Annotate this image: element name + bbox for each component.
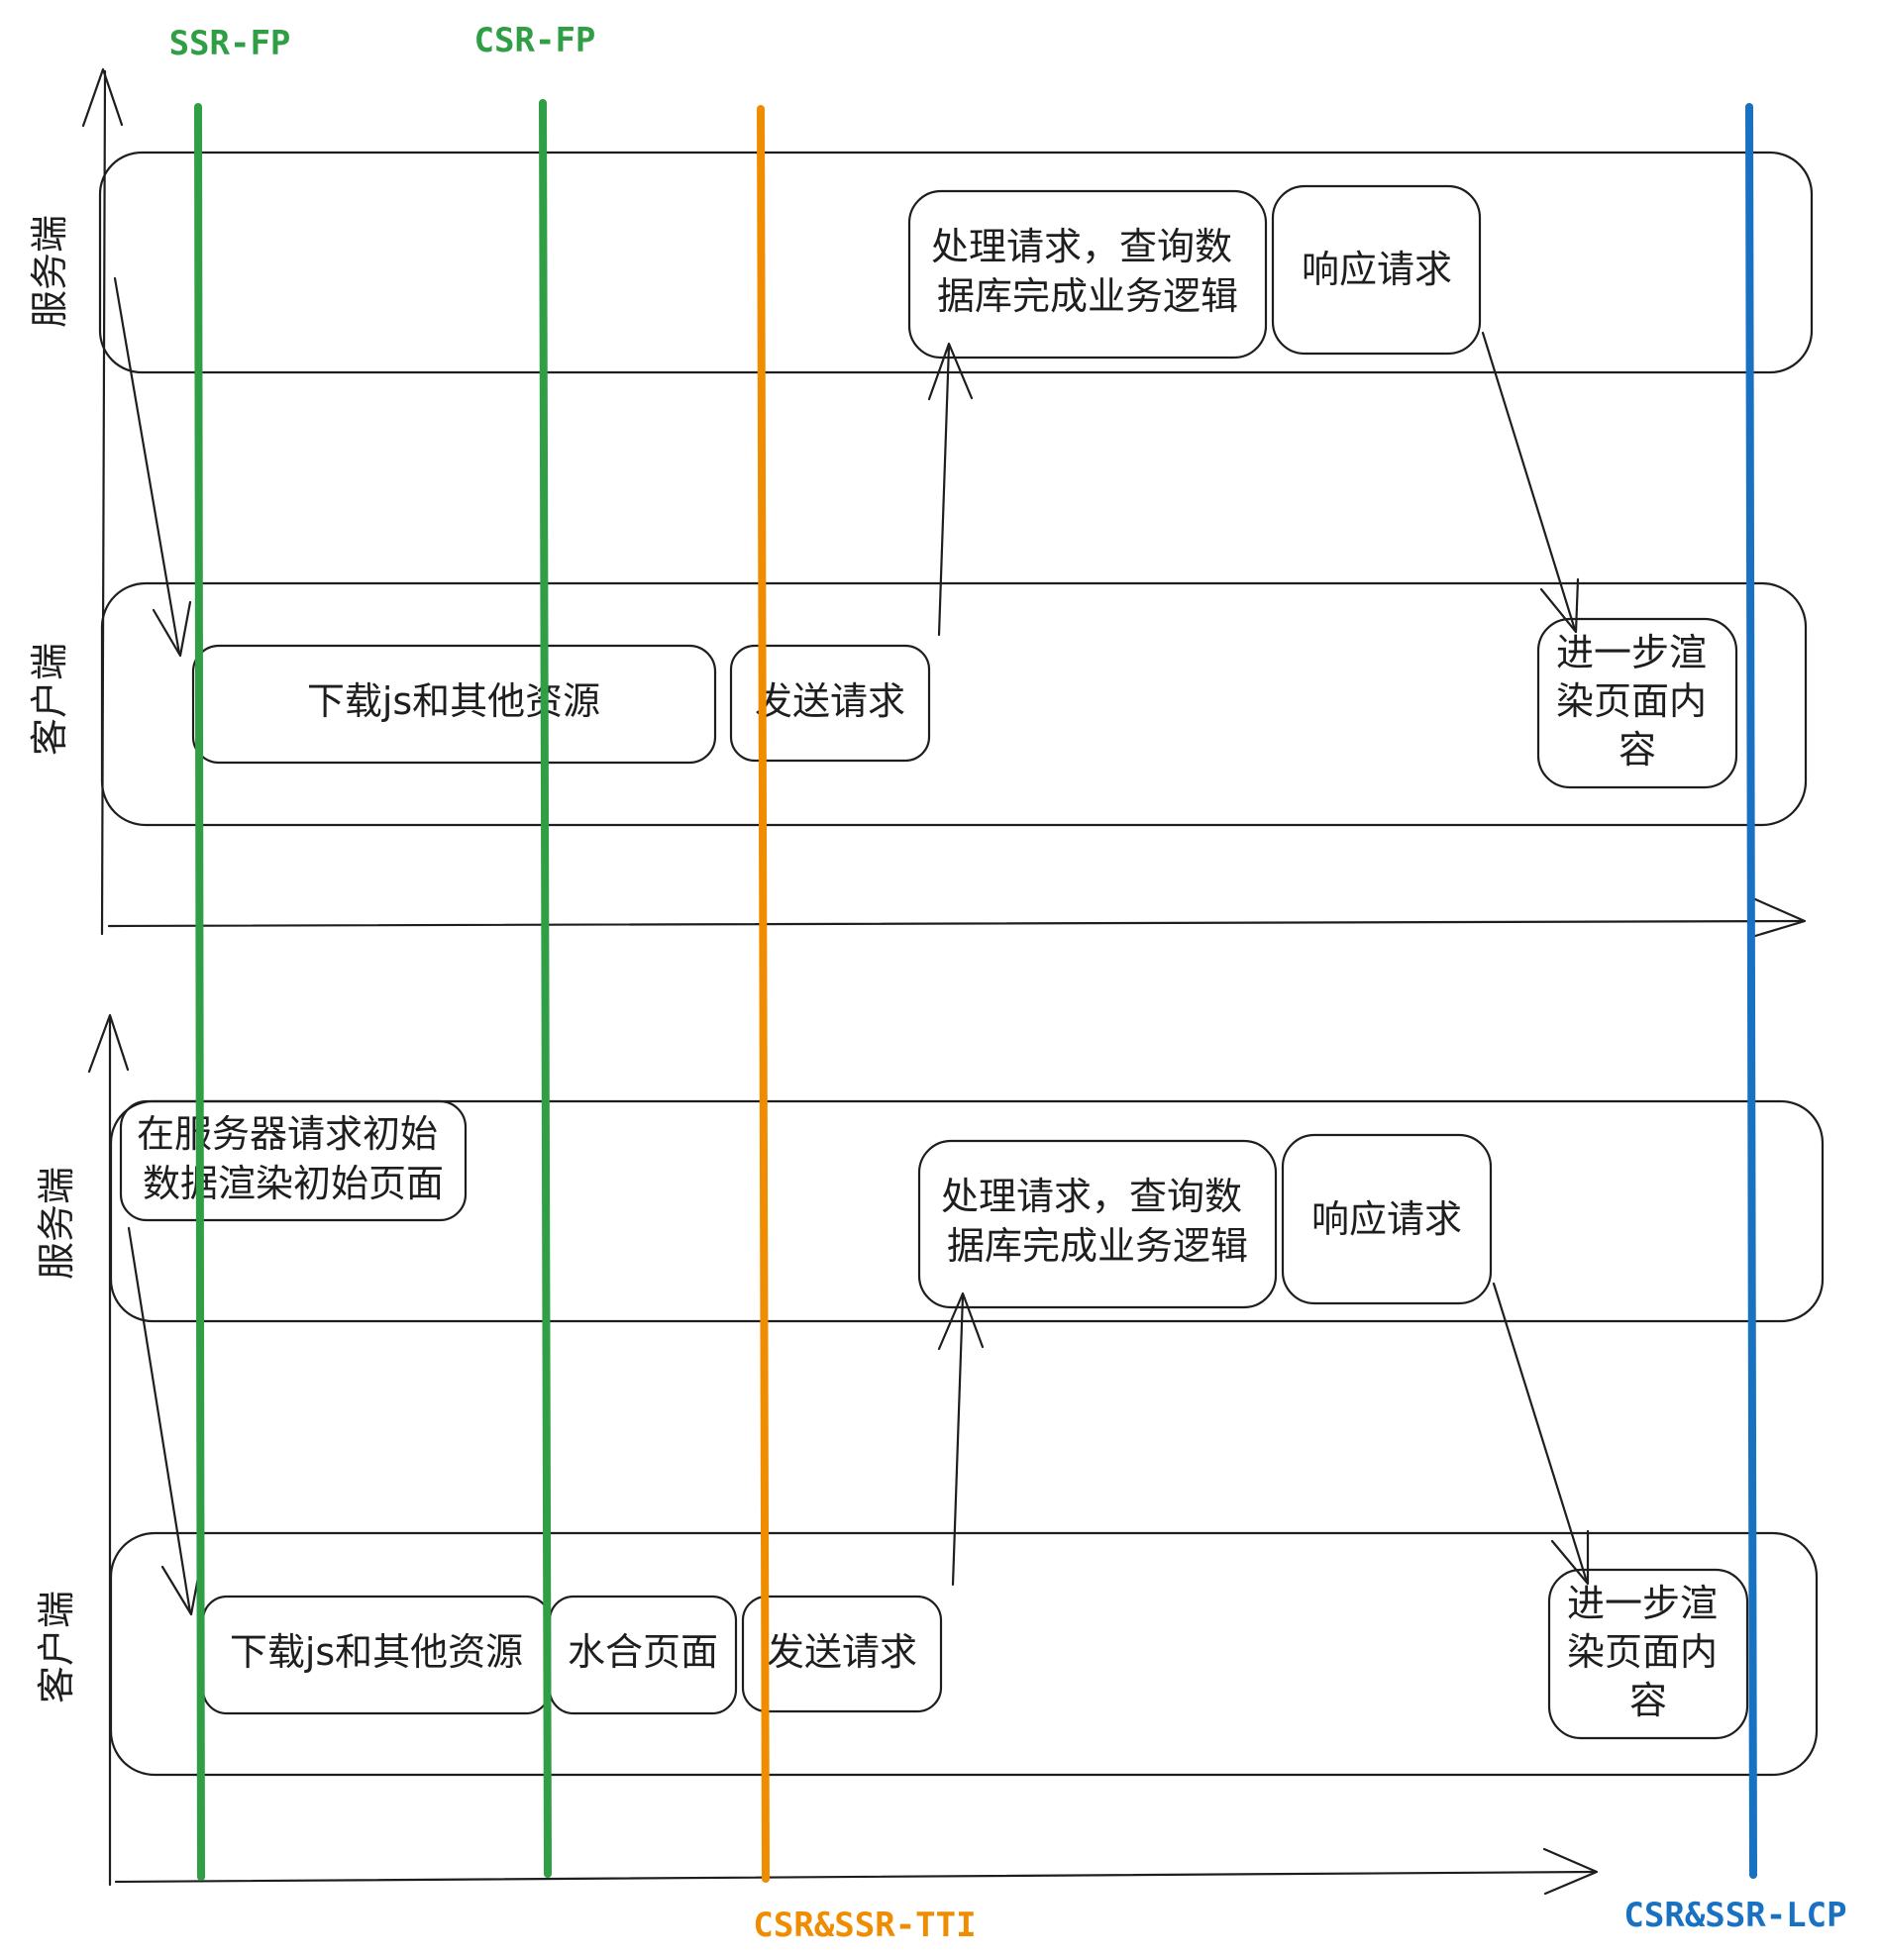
ssr-server-lane: [109, 1099, 1825, 1323]
csr-y-axis-arrowhead: [81, 67, 124, 128]
ssr-client-lane-label: 客户端: [35, 1591, 78, 1703]
ssr-fp-line: [194, 103, 205, 1881]
lcp-label: CSR&SSR-LCP: [1623, 1896, 1846, 1935]
csr-respond-request-box: [1271, 184, 1482, 356]
ssr-respond-request-box: [1281, 1133, 1493, 1305]
ssr-arrow-send-to-process: [951, 1293, 965, 1587]
tti-line: [757, 105, 770, 1883]
ssr-arrow-send-to-process-head: [937, 1291, 985, 1351]
csr-send-request-box: [729, 644, 931, 763]
csr-x-axis: [107, 919, 1805, 928]
ssr-arrow-initial-to-client: [127, 1226, 192, 1614]
ssr-initial-render-box: [119, 1099, 468, 1222]
ssr-arrow-respond-to-render: [1492, 1282, 1589, 1584]
csr-download-js-box: [191, 644, 717, 765]
ssr-send-request-box: [741, 1595, 943, 1713]
ssr-respond-request-text: 响应请求: [1311, 1197, 1462, 1241]
ssr-y-axis-arrowhead: [87, 1013, 130, 1074]
ssr-x-axis: [114, 1870, 1597, 1884]
ssr-process-request-text: 处理请求，查询数 据库完成业务逻辑: [941, 1175, 1254, 1268]
csr-y-axis: [100, 69, 107, 936]
milestone-lines: [194, 99, 1757, 1883]
csr-x-axis-arrowhead: [1753, 897, 1807, 938]
ssr-diagram: 服务端 客户端 在服务器请求初始 数据渲染初始页面 处理请求，查询数 据库完成业…: [35, 1013, 1825, 1896]
csr-diagram: 服务端 客户端 处理请求，查询数 据库完成业务逻辑 响应请求 下载js和其他资源…: [28, 67, 1814, 938]
csr-download-js-text: 下载js和其他资源: [307, 679, 600, 723]
ssr-arrow-initial-to-client-head: [160, 1560, 203, 1616]
csr-further-render-box: [1536, 617, 1738, 789]
ssr-hydrate-page-text: 水合页面: [568, 1630, 718, 1674]
ssr-send-request-text: 发送请求: [767, 1630, 917, 1674]
ssr-arrow-respond-to-render-head: [1550, 1529, 1590, 1586]
ssr-process-request-box: [917, 1139, 1278, 1309]
csr-server-lane-label: 服务端: [28, 215, 71, 328]
ssr-download-js-text: 下载js和其他资源: [230, 1630, 523, 1674]
ssr-further-render-text: 进一步渲 染页面内 容: [1567, 1582, 1729, 1722]
csr-arrow-server-to-client: [113, 276, 181, 656]
lcp-line: [1745, 103, 1757, 1879]
csr-arrow-send-to-process-head: [927, 342, 974, 401]
csr-process-request-box: [907, 189, 1268, 360]
csr-arrow-respond-to-render: [1481, 331, 1577, 632]
ssr-server-lane-label: 服务端: [35, 1167, 78, 1280]
csr-arrow-send-to-process: [937, 344, 951, 637]
csr-client-lane-label: 客户端: [28, 643, 71, 756]
csr-fp-line: [539, 99, 552, 1878]
csr-server-lane: [98, 151, 1814, 374]
ssr-fp-label: SSR-FP: [169, 24, 291, 63]
csr-client-lane: [100, 581, 1808, 827]
ssr-x-axis-arrowhead: [1542, 1847, 1599, 1896]
csr-arrow-respond-to-render-head: [1539, 577, 1580, 634]
tti-label: CSR&SSR-TTI: [753, 1906, 976, 1945]
csr-arrow-server-to-client-head: [152, 600, 192, 658]
csr-process-request-text: 处理请求，查询数 据库完成业务逻辑: [931, 225, 1244, 318]
ssr-initial-render-text: 在服务器请求初始 数据渲染初始页面: [137, 1112, 450, 1205]
csr-fp-label: CSR-FP: [474, 21, 596, 60]
ssr-client-lane: [109, 1531, 1819, 1777]
csr-send-request-text: 发送请求: [755, 679, 905, 723]
ssr-further-render-box: [1547, 1568, 1749, 1740]
csr-further-render-text: 进一步渲 染页面内 容: [1556, 631, 1719, 772]
csr-respond-request-text: 响应请求: [1302, 248, 1452, 291]
